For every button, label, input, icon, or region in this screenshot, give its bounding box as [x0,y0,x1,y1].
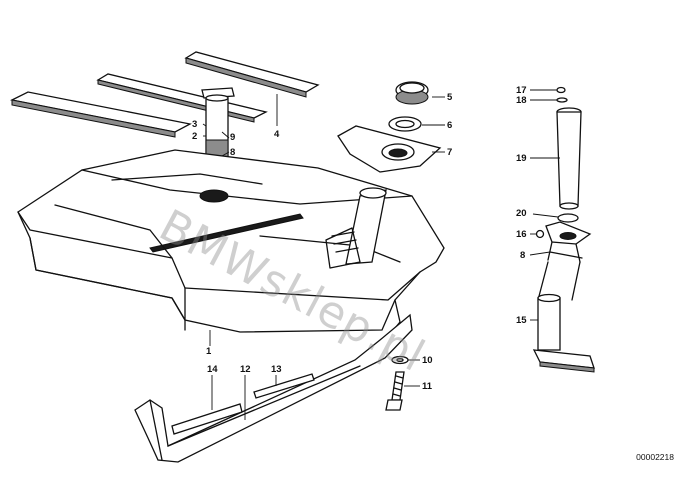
seal-ring-part-6 [388,116,422,132]
strip-part-4 [184,51,320,98]
callout-6: 6 [447,120,453,131]
callout-12: 12 [240,364,251,375]
callout-19: 19 [516,153,527,164]
callout-5: 5 [447,92,453,103]
callout-3: 3 [192,119,198,130]
callout-11: 11 [422,381,433,392]
callout-15: 15 [516,315,527,326]
clip-part-18 [556,97,568,103]
tank-strap-part-12 [134,313,413,463]
callout-9: 9 [230,132,236,143]
tube-part-19 [556,107,582,210]
callout-14: 14 [207,364,218,375]
fuel-tank-part-1 [17,149,445,335]
filler-bracket-part-7 [337,125,442,173]
callout-13: 13 [271,364,282,375]
callout-1: 1 [206,346,212,357]
callout-10: 10 [422,355,433,366]
callout-4: 4 [274,129,280,140]
callout-8-bracket: 8 [520,250,526,261]
screw-part-17 [556,86,566,94]
screw-part-16 [535,229,545,239]
leader-lines [202,89,560,420]
callout-18: 18 [516,95,527,106]
filler-neck [325,187,387,269]
callout-7: 7 [447,147,453,158]
drawing-code: 00002218 [636,452,674,462]
fuel-pump-part-15 [532,261,595,373]
callout-2: 2 [192,131,198,142]
callout-17: 17 [516,85,527,96]
strip-part-2 [10,91,192,138]
callout-8-gasket: 8 [230,147,236,158]
washer-part-10 [391,355,409,365]
pad-part-13 [253,373,315,399]
callout-20: 20 [516,208,527,219]
gasket-part-20 [557,213,579,223]
fuel-cap-part-5 [395,81,429,105]
pump-bracket-part-8 [545,221,592,263]
callout-16: 16 [516,229,527,240]
pad-part-14 [171,403,243,435]
bolt-part-11 [385,371,405,411]
